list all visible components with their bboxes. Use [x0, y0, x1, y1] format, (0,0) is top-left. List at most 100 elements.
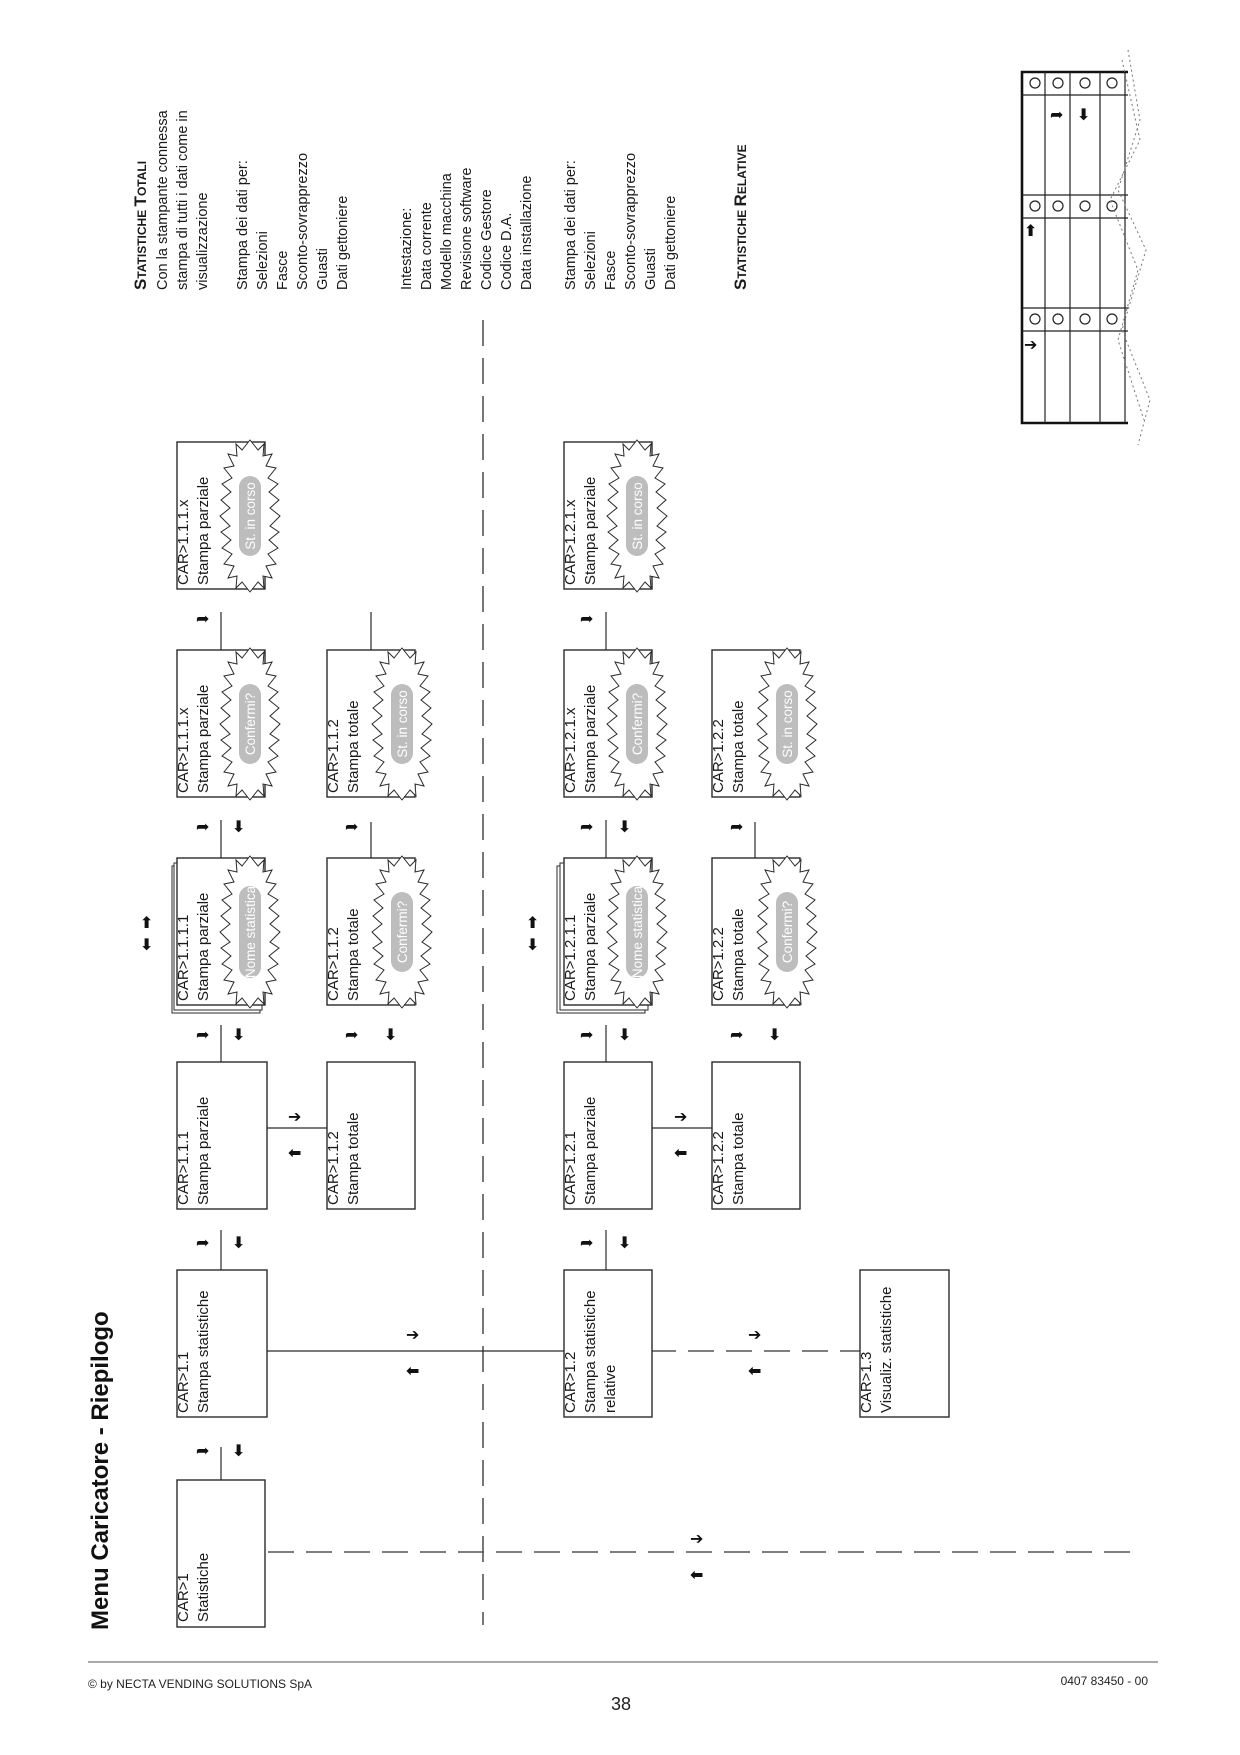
right-arrow-icon: ➔ — [748, 1325, 761, 1344]
popup-burst: St. in corso — [756, 647, 818, 801]
down-arrow-icon: ⬇ — [232, 817, 245, 836]
up-arrow-icon: ⬆ — [526, 913, 539, 932]
note-line: Guasti — [643, 248, 659, 290]
box-code: CAR>1.1.2 — [325, 719, 342, 793]
box-code: CAR>1.2.2 — [710, 927, 727, 1001]
box-code: CAR>1.2.1 — [562, 1131, 579, 1205]
down-arrow-icon: ⬇ — [768, 1025, 781, 1044]
popup-text: Confermi? — [630, 693, 645, 755]
note-line: Modello macchina — [439, 172, 455, 290]
box-label: Stampa parziale — [195, 1097, 212, 1205]
box-code: CAR>1.1 — [175, 1352, 192, 1413]
box-car1-2: CAR>1.2 Stampa statistiche relative — [562, 1269, 653, 1418]
notes-intestazione: Intestazione: Data corrente Modello macc… — [399, 168, 535, 291]
box-code: CAR>1.1.1.x — [175, 499, 192, 585]
popup-text: Confermi? — [243, 693, 258, 755]
box-code: CAR>1.3 — [858, 1352, 875, 1413]
box-label: Stampa parziale — [582, 1097, 599, 1205]
down-arrow-icon: ⬇ — [618, 817, 631, 836]
notes-heading: STATISTICHE RELATIVE — [731, 144, 750, 290]
note-line: stampa di tutti i dati come in — [175, 110, 191, 290]
box-car1-1: CAR>1.1 Stampa statistiche — [175, 1269, 268, 1418]
box-car1-2-2: CAR>1.2.2 Stampa totale — [710, 1061, 801, 1210]
up-arrow-icon: ⬆ — [1024, 221, 1037, 240]
box-car1-2-1-x-printing: CAR>1.2.1.x Stampa parziale St. in corso — [562, 439, 668, 593]
up-arrow-icon: ➦ — [580, 1233, 593, 1252]
popup-text: St. in corso — [395, 690, 410, 758]
box-label: Stampa statistiche — [195, 1290, 212, 1413]
left-arrow-icon: ⬅ — [406, 1361, 419, 1380]
popup-burst: Confermi? — [756, 855, 818, 1009]
popup-burst: Confermi? — [606, 647, 668, 801]
footer-copyright: © by NECTA VENDING SOLUTIONS SpA — [88, 1677, 312, 1691]
up-arrow-icon: ➦ — [196, 817, 209, 836]
box-car1: CAR>1 Statistiche — [175, 1479, 266, 1628]
box-car1-1-2: CAR>1.1.2 Stampa totale — [325, 1061, 416, 1210]
up-arrow-icon: ➦ — [345, 1025, 358, 1044]
down-arrow-icon: ⬇ — [1077, 105, 1090, 124]
up-arrow-icon: ➦ — [730, 1025, 743, 1044]
box-label: Statistiche — [195, 1553, 212, 1622]
popup-text: Confermi? — [780, 901, 795, 963]
popup-text: Confermi? — [395, 901, 410, 963]
left-arrow-icon: ⬅ — [674, 1143, 687, 1162]
box-label: Stampa totale — [730, 1112, 747, 1205]
box-label: Stampa parziale — [195, 477, 212, 585]
note-line: Codice D.A. — [499, 213, 515, 290]
box-label: Stampa parziale — [582, 477, 599, 585]
note-line: Data installazione — [519, 176, 535, 290]
keypad-icon: ➦ ⬇ ⬆ ➔ — [1020, 49, 1151, 446]
box-label: Stampa parziale — [582, 893, 599, 1001]
down-arrow-icon: ⬇ — [618, 1025, 631, 1044]
down-arrow-icon: ⬇ — [384, 1025, 397, 1044]
box-car1-3: CAR>1.3 Visualiz. statistiche — [858, 1269, 950, 1418]
down-arrow-icon: ⬇ — [232, 1441, 245, 1460]
notes-statistiche-totali: STATISTICHE TOTALI Con la stampante conn… — [131, 109, 351, 290]
popup-burst: St. in corso — [371, 647, 433, 801]
box-code: CAR>1.2.1.x — [562, 499, 579, 585]
note-line: Dati gettoniere — [335, 196, 351, 290]
note-line: Codice Gestore — [479, 189, 495, 290]
down-arrow-icon: ⬇ — [618, 1233, 631, 1252]
box-label: Stampa statistiche — [582, 1290, 599, 1413]
down-arrow-icon: ⬇ — [526, 935, 539, 954]
down-arrow-icon: ⬇ — [232, 1233, 245, 1252]
box-car1-1-2-printing: CAR>1.1.2 Stampa totale St. in corso — [325, 647, 433, 801]
notes-heading: STATISTICHE TOTALI — [131, 161, 150, 290]
box-label: Stampa parziale — [582, 685, 599, 793]
page-number: 38 — [611, 1694, 631, 1714]
up-arrow-icon: ➦ — [196, 1441, 209, 1460]
box-code: CAR>1.2.2 — [710, 1131, 727, 1205]
box-code: CAR>1.2.1.1 — [562, 915, 579, 1001]
right-arrow-icon: ➔ — [674, 1107, 687, 1126]
popup-text: Nome statistica — [630, 885, 645, 978]
up-arrow-icon: ➦ — [730, 817, 743, 836]
down-arrow-icon: ⬇ — [232, 1025, 245, 1044]
box-label: Stampa totale — [345, 700, 362, 793]
box-car1-2-2-printing: CAR>1.2.2 Stampa totale St. in corso — [710, 647, 818, 801]
right-arrow-icon: ➔ — [288, 1107, 301, 1126]
right-arrow-icon: ➔ — [690, 1529, 703, 1548]
up-arrow-icon: ➦ — [580, 609, 593, 628]
box-car1-2-1-x-confirm: CAR>1.2.1.x Stampa parziale Confermi? — [562, 647, 668, 801]
up-arrow-icon: ➦ — [196, 1025, 209, 1044]
box-car1-1-1-1: CAR>1.1.1.1 Stampa parziale Nome statist… — [171, 855, 281, 1014]
box-code: CAR>1.1.1 — [175, 1131, 192, 1205]
up-arrow-icon: ➦ — [196, 1233, 209, 1252]
popup-text: St. in corso — [780, 690, 795, 758]
popup-text: St. in corso — [243, 482, 258, 550]
box-code: CAR>1 — [175, 1573, 192, 1622]
box-code: CAR>1.1.1.1 — [175, 915, 192, 1001]
up-arrow-icon: ➦ — [345, 817, 358, 836]
popup-burst: St. in corso — [219, 439, 281, 593]
popup-burst: Confermi? — [219, 647, 281, 801]
note-line: Guasti — [315, 248, 331, 290]
box-car1-2-1-1: CAR>1.2.1.1 Stampa parziale Nome statist… — [556, 855, 668, 1014]
connectors — [220, 612, 756, 1480]
box-label: Stampa totale — [345, 908, 362, 1001]
up-arrow-icon: ➦ — [580, 1025, 593, 1044]
box-car1-1-1: CAR>1.1.1 Stampa parziale — [175, 1061, 268, 1210]
note-line: Dati gettoniere — [663, 196, 679, 290]
navigation-arrows: ➦ ⬇ ➦ ⬇ ➦ ⬇ ➦ ⬇ ➦ ➦ ⬇ ➦ ➦ ⬇ ➦ ⬇ ➦ ⬇ ➦ ➦ … — [140, 609, 781, 1584]
